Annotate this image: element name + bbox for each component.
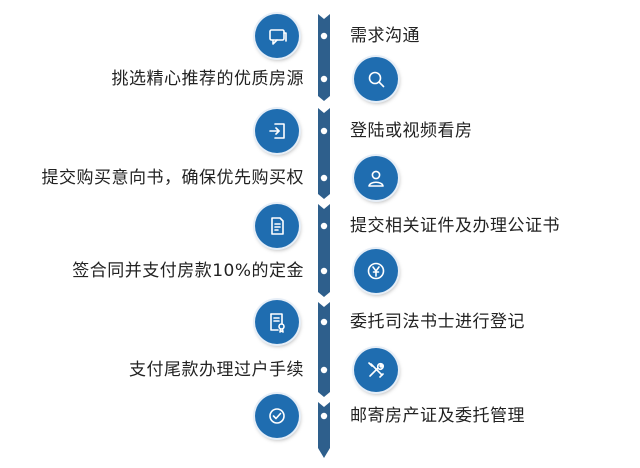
timeline-dot bbox=[320, 32, 328, 40]
document-badge bbox=[255, 204, 299, 248]
timeline-dot bbox=[320, 174, 328, 182]
login-icon bbox=[269, 123, 285, 139]
user-icon bbox=[368, 170, 384, 187]
document-icon bbox=[271, 217, 284, 235]
user-badge bbox=[354, 156, 398, 200]
timeline-dot bbox=[320, 366, 328, 374]
step-label: 提交购买意向书，确保优先购买权 bbox=[41, 168, 304, 188]
check-icon bbox=[269, 408, 285, 424]
step-label: 签合同并支付房款10%的定金 bbox=[72, 261, 304, 281]
certificate-badge bbox=[255, 300, 299, 344]
chat-icon bbox=[269, 29, 287, 45]
check-badge bbox=[255, 394, 299, 438]
certificate-icon bbox=[270, 313, 285, 333]
tools-badge bbox=[354, 348, 398, 392]
chat-badge bbox=[255, 14, 299, 58]
login-badge bbox=[255, 109, 299, 153]
timeline-segment bbox=[318, 302, 330, 397]
timeline-segment bbox=[318, 108, 330, 199]
step-label: 委托司法书士进行登记 bbox=[350, 312, 525, 332]
timeline-segment bbox=[318, 402, 330, 458]
timeline-segment bbox=[318, 14, 330, 101]
timeline-segment bbox=[318, 204, 330, 297]
search-badge bbox=[354, 57, 398, 101]
yuan-icon bbox=[367, 262, 385, 280]
step-label: 邮寄房产证及委托管理 bbox=[350, 406, 525, 426]
step-label: 登陆或视频看房 bbox=[350, 121, 473, 141]
timeline-dot bbox=[320, 75, 328, 83]
timeline-dot bbox=[320, 127, 328, 135]
timeline-dot bbox=[320, 267, 328, 275]
yuan-badge bbox=[354, 249, 398, 293]
tools-icon bbox=[368, 362, 384, 378]
step-label: 挑选精心推荐的优质房源 bbox=[111, 69, 304, 89]
timeline-dot bbox=[320, 222, 328, 230]
timeline-dot bbox=[320, 318, 328, 326]
search-icon bbox=[368, 71, 385, 88]
step-label: 支付尾款办理过户手续 bbox=[129, 360, 304, 380]
step-label: 需求沟通 bbox=[350, 26, 420, 46]
timeline-dot bbox=[320, 412, 328, 420]
step-label: 提交相关证件及办理公证书 bbox=[350, 216, 560, 236]
